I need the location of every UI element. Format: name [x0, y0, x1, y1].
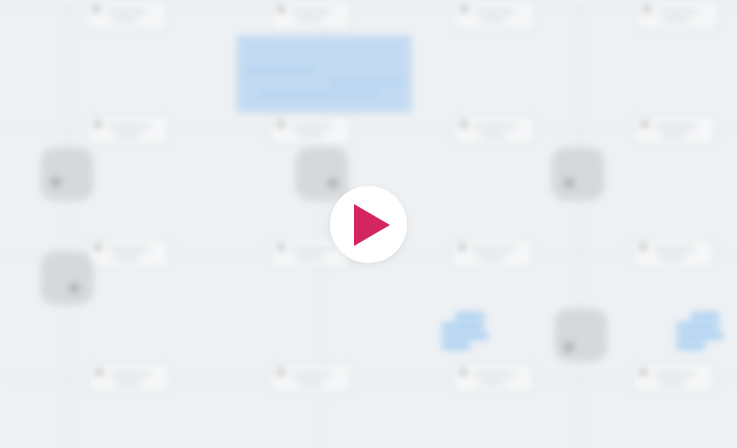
highlight-line	[248, 69, 314, 72]
card-line	[108, 248, 150, 250]
card-dot	[278, 6, 284, 12]
card-dot	[640, 369, 646, 375]
play-icon	[354, 203, 390, 246]
diagram-card	[270, 0, 352, 30]
highlighted-stack	[441, 313, 489, 355]
card-line	[479, 382, 505, 384]
card-dot	[642, 121, 648, 127]
diagram-card	[85, 0, 167, 30]
diagram-card	[87, 115, 169, 145]
diagram-card	[87, 238, 169, 268]
card-line	[106, 10, 148, 12]
card-line	[472, 248, 514, 250]
stack-bar	[690, 313, 720, 319]
stack-bar	[441, 343, 471, 349]
card-dot	[644, 6, 650, 12]
stack-bar	[676, 343, 706, 349]
card-dot	[96, 369, 102, 375]
play-button[interactable]	[330, 186, 407, 263]
grid-line	[322, 0, 323, 448]
diagram-card	[270, 238, 352, 268]
card-line	[480, 19, 506, 21]
diagram-card	[452, 363, 534, 393]
card-dot	[278, 121, 284, 127]
card-line	[114, 257, 140, 259]
stack-bar	[441, 323, 485, 329]
highlight-line	[258, 93, 378, 96]
card-line	[112, 19, 138, 21]
card-line	[297, 19, 323, 21]
card-line	[473, 373, 515, 375]
card-dot	[95, 121, 101, 127]
diagram-card	[270, 363, 352, 393]
highlight-line	[330, 81, 400, 84]
card-line	[659, 257, 685, 259]
stack-bar	[676, 323, 720, 329]
diagram-card	[632, 238, 714, 268]
card-dot	[278, 369, 284, 375]
card-line	[474, 10, 516, 12]
node-dot	[329, 179, 337, 187]
diagram-node	[552, 148, 604, 200]
diagram-card	[453, 115, 535, 145]
card-line	[657, 10, 699, 12]
stack-bar	[455, 313, 485, 319]
card-line	[474, 125, 516, 127]
card-line	[659, 382, 685, 384]
diagram-card	[270, 115, 352, 145]
diagram-node	[41, 252, 93, 304]
card-line	[661, 134, 687, 136]
node-dot	[70, 284, 78, 292]
card-line	[297, 257, 323, 259]
card-dot	[95, 244, 101, 250]
card-line	[653, 248, 695, 250]
grid-line	[580, 0, 581, 448]
card-line	[297, 382, 323, 384]
card-line	[108, 125, 150, 127]
card-line	[655, 125, 697, 127]
diagram-card	[453, 0, 535, 30]
card-line	[291, 248, 333, 250]
card-dot	[640, 244, 646, 250]
diagram-node	[41, 148, 93, 200]
node-dot	[565, 343, 573, 351]
card-line	[478, 257, 504, 259]
node-dot	[565, 179, 573, 187]
card-line	[653, 373, 695, 375]
highlighted-region	[237, 36, 411, 112]
card-dot	[459, 244, 465, 250]
card-line	[115, 382, 141, 384]
card-line	[480, 134, 506, 136]
card-line	[109, 373, 151, 375]
diagram-card	[636, 0, 718, 30]
diagram-node	[296, 148, 348, 200]
card-dot	[278, 244, 284, 250]
grid-line	[0, 8, 737, 9]
card-dot	[460, 369, 466, 375]
card-dot	[461, 6, 467, 12]
card-line	[291, 125, 333, 127]
node-dot	[52, 178, 60, 186]
stack-bar	[441, 333, 489, 339]
diagram-card	[451, 238, 533, 268]
card-line	[114, 134, 140, 136]
highlighted-stack	[676, 313, 724, 355]
card-line	[663, 19, 689, 21]
card-line	[297, 134, 323, 136]
grid-line	[67, 0, 68, 448]
stack-bar	[676, 333, 724, 339]
diagram-card	[632, 363, 714, 393]
diagram-card	[88, 363, 170, 393]
grid-line	[0, 379, 737, 380]
grid-line	[0, 130, 737, 131]
diagram-node	[555, 309, 607, 361]
diagram-card	[634, 115, 716, 145]
card-dot	[93, 6, 99, 12]
card-line	[291, 10, 333, 12]
card-dot	[461, 121, 467, 127]
card-line	[291, 373, 333, 375]
